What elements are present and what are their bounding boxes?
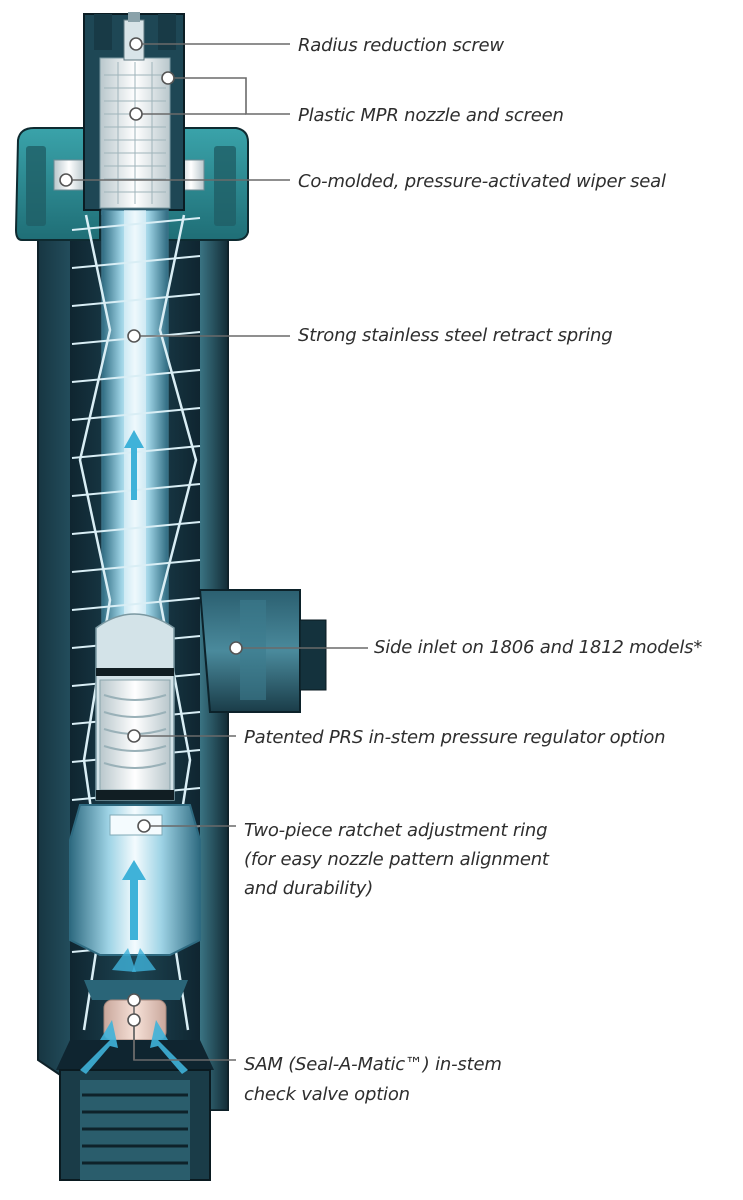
housing-caps [14, 127, 249, 241]
callout-text: Patented PRS in-stem pressure regulator … [244, 727, 666, 748]
prs-regulator [95, 613, 175, 801]
callout-prs-regulator: Patented PRS in-stem pressure regulator … [244, 726, 666, 750]
callout-plastic-mpr-nozzle: Plastic MPR nozzle and screen [298, 104, 564, 128]
callout-text: and durability) [244, 878, 374, 899]
callout-retract-spring: Strong stainless steel retract spring [298, 324, 613, 348]
callout-text: check valve option [244, 1084, 410, 1105]
bottom-threads [59, 1069, 211, 1181]
callout-text: Two-piece ratchet adjustment ring [244, 820, 548, 841]
callout-wiper-seal: Co-molded, pressure-activated wiper seal [298, 170, 666, 194]
flow-arrows [80, 430, 188, 1074]
callout-radius-reduction-screw: Radius reduction screw [298, 34, 504, 58]
callout-text: (for easy nozzle pattern alignment [244, 849, 549, 870]
callout-text: Side inlet on 1806 and 1812 models* [374, 637, 703, 658]
callout-side-inlet: Side inlet on 1806 and 1812 models* [374, 636, 702, 660]
callout-text: Radius reduction screw [298, 35, 504, 56]
callout-sam-check-valve: SAM (Seal-A-Matic™) in-stem check valve … [244, 1050, 502, 1110]
callout-markers [59, 37, 243, 1027]
callout-text: Co-molded, pressure-activated wiper seal [298, 171, 666, 192]
callout-text: Plastic MPR nozzle and screen [298, 105, 564, 126]
side-inlet [198, 589, 327, 713]
callout-text: SAM (Seal-A-Matic™) in-stem [244, 1054, 502, 1075]
stem-riser [101, 209, 169, 631]
callout-text: Strong stainless steel retract spring [298, 325, 613, 346]
callout-ratchet-ring: Two-piece ratchet adjustment ring (for e… [244, 816, 549, 903]
